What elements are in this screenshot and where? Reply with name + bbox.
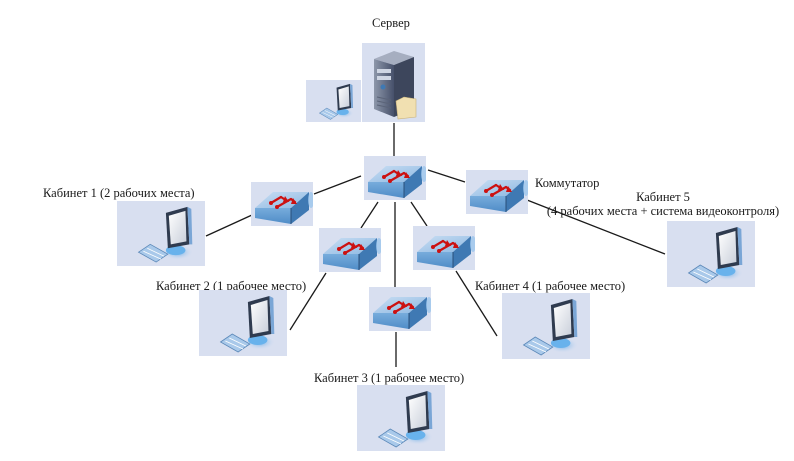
cabinet-3-label: Кабинет 3 (1 рабочее место) (314, 371, 465, 385)
link-core-switch2 (360, 201, 379, 229)
link-core-switch5 (427, 169, 466, 183)
link-switch4-cab4 (455, 270, 498, 337)
cabinet-1-label: Кабинет 1 (2 рабочих места) (43, 186, 195, 200)
admin-workstation-icon[interactable] (306, 80, 361, 122)
link-core-switch1 (313, 175, 362, 195)
cabinet-2-workstation-icon[interactable] (199, 290, 287, 356)
core-switch-icon[interactable] (364, 156, 426, 200)
switch-cabinet-2-icon[interactable] (319, 228, 381, 272)
cabinet-2-label: Кабинет 2 (1 рабочее место) (156, 279, 307, 293)
cabinet-4-workstation-icon[interactable] (502, 293, 590, 359)
cabinet-5-workstation-icon[interactable] (667, 221, 755, 287)
switch-cabinet-5-icon[interactable] (466, 170, 528, 214)
server-icon[interactable] (362, 43, 425, 122)
cabinet-4-label: Кабинет 4 (1 рабочее место) (475, 279, 626, 293)
link-core-switch4 (410, 201, 428, 227)
switch-cabinet-3-icon[interactable] (369, 287, 431, 331)
cabinet-5-label-line1: Кабинет 5 (636, 190, 690, 204)
cabinet-5-label-line2: (4 рабочих места + система видеоконтроля… (546, 204, 780, 218)
server-label: Сервер (372, 16, 410, 30)
switch-cabinet-1-icon[interactable] (251, 182, 313, 226)
link-switch5-cab5 (526, 199, 666, 255)
switch-cabinet-4-icon[interactable] (413, 226, 475, 270)
cabinet-1-workstation-icon[interactable] (117, 201, 205, 266)
link-switch1-cab1 (205, 214, 253, 237)
switch-label: Коммутатор (535, 176, 600, 190)
link-switch2-cab2 (289, 272, 327, 331)
cabinet-5-label: Кабинет 5 (4 рабочих места + система вид… (538, 190, 788, 218)
cabinet-3-workstation-icon[interactable] (357, 385, 445, 451)
